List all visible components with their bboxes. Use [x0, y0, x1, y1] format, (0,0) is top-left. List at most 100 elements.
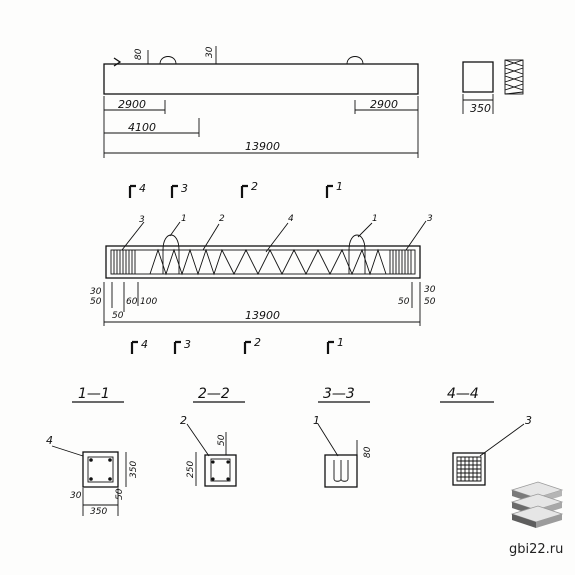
- rebar-dot: [108, 458, 112, 462]
- section-mark-2-bottom: 2: [254, 336, 261, 349]
- callout-2: 2: [219, 214, 225, 224]
- rebar-dot: [108, 477, 112, 481]
- section-1-1-callout: 4: [46, 434, 53, 447]
- section-2-2-outline: [204, 454, 237, 487]
- rebar-dot: [226, 460, 230, 464]
- section-mark-4-top: 4: [139, 182, 146, 195]
- section-2-2-callout: 2: [180, 414, 187, 427]
- loop-rebar-right: [348, 234, 366, 274]
- section-mark-3-bottom: 3: [184, 338, 191, 351]
- section-1-1-stirrup: [87, 456, 114, 483]
- reinforcement-outline: [105, 245, 421, 279]
- section-mark-4-bottom-glyph: [130, 340, 138, 354]
- lifting-loop-right: [346, 56, 364, 65]
- reinforcement-view: 3 1 2 4 1 3 30 50 60 100 50 50 30 50 139…: [90, 214, 436, 326]
- dim-left-50: 50: [90, 297, 102, 307]
- reinforcement-cage: [110, 249, 416, 275]
- end-view-outline: [462, 61, 494, 93]
- section-mark-2-top-glyph: [240, 184, 248, 198]
- section-3-3-callout: 1: [313, 414, 320, 427]
- section-mark-2-top: 2: [251, 180, 258, 193]
- section-3-3: 3—3 1 80: [313, 386, 373, 488]
- section-2-2-stirrup: [210, 458, 231, 482]
- dim-13900-reinf-label: 13900: [245, 309, 280, 322]
- section-4-4-title: 4—4: [447, 386, 479, 402]
- callout-1-s3-leader: [317, 423, 339, 457]
- section-3-3-outline: [324, 454, 358, 488]
- rebar-dot: [211, 460, 215, 464]
- rebar-dot: [89, 458, 93, 462]
- section-1-1-dim-350-v: 350: [129, 461, 139, 478]
- section-mark-4-top-glyph: [128, 184, 136, 198]
- callout-3-left: 3: [139, 215, 145, 225]
- callout-4-leader: [265, 222, 289, 253]
- end-mesh-right: [389, 250, 412, 274]
- lifting-loop-left: [159, 56, 177, 65]
- dim-13900-label: 13900: [245, 140, 280, 153]
- dim-80-label: 80: [134, 48, 144, 60]
- callout-3-right-leader: [405, 220, 427, 251]
- section-1-1-outline: [82, 451, 119, 488]
- callout-3-left-leader: [121, 221, 145, 251]
- section-1-1-dim-350-h: 350: [90, 507, 107, 517]
- section-2-2: 2—2 2 250 50: [180, 386, 245, 487]
- section-4-4-mesh: [456, 456, 482, 482]
- dim-30-label: 30: [205, 46, 215, 58]
- callout-1-left-leader: [169, 221, 181, 237]
- dim-4100-label: 4100: [128, 121, 156, 134]
- dim-left-100: 100: [140, 297, 157, 307]
- section-mark-3-top: 3: [181, 182, 188, 195]
- section-4-4: 4—4 3: [440, 386, 532, 486]
- section-marks-bottom: 4 3 2 1: [130, 336, 344, 354]
- section-1-1: 1—1 4 350 30 50 350: [46, 386, 139, 517]
- end-mesh-left: [113, 250, 136, 274]
- callout-2-s2-leader: [186, 423, 210, 457]
- section-mark-1-top-glyph: [325, 184, 333, 198]
- section-2-2-dim-50: 50: [217, 434, 227, 446]
- loop-rebar-left: [162, 234, 180, 274]
- dim-2900-left-label: 2900: [118, 98, 146, 111]
- watermark-logo: [510, 481, 564, 528]
- dim-left-30: 30: [90, 287, 102, 297]
- section-1-1-dim-30: 30: [70, 491, 82, 501]
- rebar-dot: [226, 477, 230, 481]
- dim-350-end-label: 350: [470, 102, 491, 115]
- end-hatch: [504, 59, 524, 95]
- dim-2900-right-label: 2900: [370, 98, 398, 111]
- section-mark-2-bottom-glyph: [243, 340, 251, 354]
- section-mark-1-top: 1: [336, 180, 343, 193]
- section-1-1-dim-50: 50: [115, 488, 125, 500]
- section-marks-top: 4 3 2 1: [128, 180, 343, 198]
- level-mark: [113, 57, 122, 67]
- beam-elevation: 80 30 2900 4100 2900 13900: [103, 46, 419, 158]
- watermark-text: gbi22.ru: [509, 542, 563, 557]
- section-3-3-title: 3—3: [323, 386, 355, 402]
- section-1-1-title: 1—1: [78, 386, 110, 402]
- callout-1-right-leader: [357, 222, 373, 238]
- beam-end-view: 350: [462, 59, 524, 115]
- section-2-2-dim-250: 250: [186, 461, 196, 478]
- callout-3-right: 3: [427, 214, 433, 224]
- callout-1-right: 1: [372, 214, 378, 224]
- section-mark-4-bottom: 4: [141, 338, 148, 351]
- section-mark-1-bottom: 1: [337, 336, 344, 349]
- dim-right-30: 30: [424, 285, 436, 295]
- callout-4: 4: [288, 214, 294, 224]
- dim-right-50: 50: [398, 297, 410, 307]
- zigzag-rebar: [149, 248, 387, 276]
- section-3-3-dim-80: 80: [363, 446, 373, 458]
- beam-outline: [103, 63, 419, 95]
- dim-right-50b: 50: [424, 297, 436, 307]
- dim-left-60: 60: [126, 297, 138, 307]
- section-2-2-title: 2—2: [198, 386, 230, 402]
- rebar-dot: [89, 477, 93, 481]
- callout-2-leader: [202, 223, 220, 251]
- section-mark-1-bottom-glyph: [326, 340, 334, 354]
- rebar-dot: [211, 477, 215, 481]
- section-4-4-callout: 3: [525, 414, 532, 427]
- section-4-4-outline: [452, 452, 486, 486]
- dim-left-50b: 50: [112, 311, 124, 321]
- section-3-3-loop-rebar: [333, 460, 349, 482]
